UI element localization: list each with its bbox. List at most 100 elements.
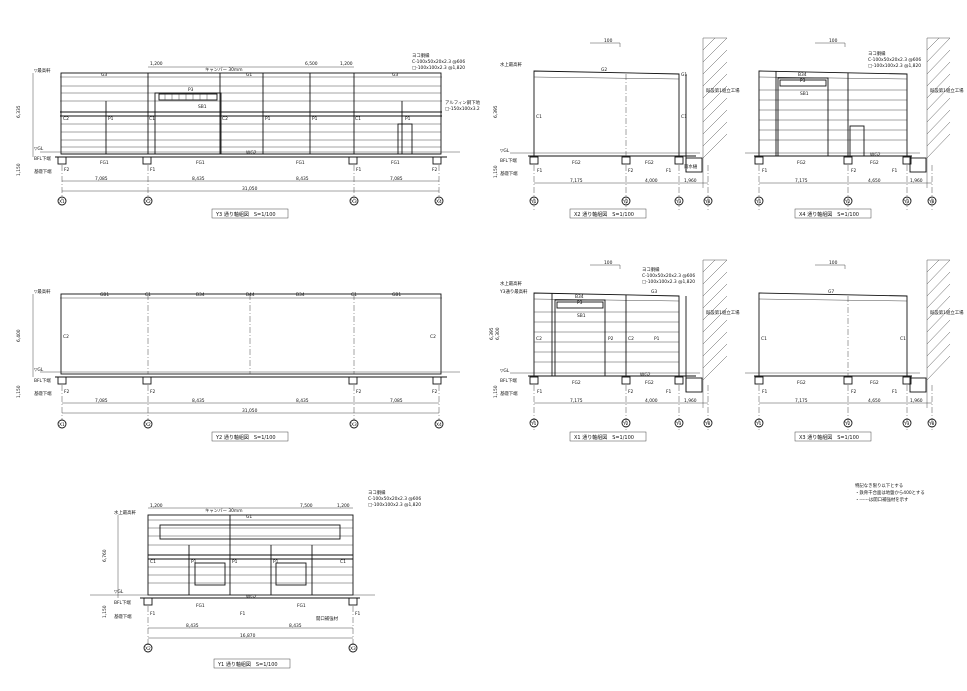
opening-note-y1: 開口補強材 bbox=[316, 615, 339, 622]
member-y2-8: C2 bbox=[430, 334, 436, 340]
axis-x1-3: Y8 bbox=[704, 421, 711, 427]
dim-y3-2: 8,435 bbox=[296, 176, 309, 182]
slope-x4: 100 bbox=[829, 38, 838, 44]
dim-y2-total: 31,050 bbox=[242, 408, 258, 414]
member-y3-1: G1 bbox=[246, 72, 252, 78]
member-x1-0: B34 bbox=[575, 294, 584, 300]
elevation-x3: Y1 Y2 Y3 Y8 100 7,175 4,650 1,960 既設第1組立… bbox=[745, 259, 964, 442]
axis-x3-0: Y1 bbox=[755, 421, 762, 427]
brace-spec2-y3: □-100x100x2.3 @1,820 bbox=[412, 65, 465, 71]
brace-spec1-y3: C-100x50x20x2.3 @606 bbox=[412, 59, 465, 65]
brace-spec1-y1: C-100x50x20x2.3 @606 bbox=[368, 496, 421, 502]
dim-x1-0: 7,175 bbox=[570, 398, 583, 404]
level-x1-3: BFL下端 bbox=[500, 377, 517, 384]
title-y2: Y2 通り軸組図 S=1/100 bbox=[215, 434, 276, 441]
member-y3-17: WG2 bbox=[246, 150, 257, 156]
member-x4-4: FG2 bbox=[870, 160, 879, 166]
axis-y3-3: X4 bbox=[436, 199, 442, 205]
axis-y2-0: X1 bbox=[59, 422, 65, 428]
dim-y2-3: 7,085 bbox=[390, 398, 403, 404]
member-y3-12: P1 bbox=[405, 116, 411, 122]
member-x2-8: F1 bbox=[666, 168, 672, 174]
dim-y1-top-2: 1,200 bbox=[337, 503, 350, 509]
member-y2-1: C1 bbox=[145, 292, 151, 298]
dim-y3-0: 7,085 bbox=[95, 176, 108, 182]
neighbor-x1: 既設第1組立工場 bbox=[706, 309, 740, 316]
axis-x3-3: Y8 bbox=[928, 421, 935, 427]
member-x1-5: P2 bbox=[608, 336, 614, 342]
member-x3-4: FG2 bbox=[870, 380, 879, 386]
dim-y2-height: 6,400 bbox=[16, 329, 22, 342]
member-y2-4: B34 bbox=[296, 292, 305, 298]
level-y2-2: BFL下端 bbox=[34, 377, 51, 384]
member-y2-11: F2 bbox=[356, 389, 362, 395]
level-y1-3: 基礎下端 bbox=[114, 613, 132, 620]
axis-x4-2: Y3 bbox=[903, 199, 910, 205]
title-y3: Y3 通り軸組図 S=1/100 bbox=[215, 211, 276, 218]
axis-y2-2: X3 bbox=[351, 422, 357, 428]
brace-spec2-x1: □-100x100x2.3 @1,820 bbox=[642, 279, 695, 285]
dim-y3-top-1: 6,500 bbox=[305, 61, 318, 67]
dim-y1-1: 8,435 bbox=[289, 623, 302, 629]
axis-y2-3: X4 bbox=[436, 422, 442, 428]
member-y3-3: P3 bbox=[188, 87, 194, 93]
elevation-x2: Y1 Y2 Y3 Y8 水上最高軒 ▽GL BFL下端 基礎下端 100 7,1… bbox=[493, 37, 740, 219]
canopy-note-y1: キャンバー 30mm bbox=[205, 508, 243, 514]
brace-spec1-x1: C-100x50x20x2.3 @606 bbox=[642, 273, 695, 279]
dim-x1-height2: 6,300 bbox=[495, 327, 501, 340]
axis-y3-1: X2 bbox=[145, 199, 151, 205]
axis-x4-1: Y2 bbox=[844, 199, 851, 205]
title-y1: Y1 通り軸組図 S=1/100 bbox=[217, 661, 278, 668]
member-x4-7: F2 bbox=[851, 168, 857, 174]
member-y1-4: P1 bbox=[273, 559, 279, 565]
level-y1-1: ▽GL bbox=[114, 589, 124, 595]
member-x4-2: SB1 bbox=[800, 91, 809, 97]
dim-x2-1: 4,000 bbox=[645, 178, 658, 184]
member-x2-3: C1 bbox=[681, 114, 687, 120]
axis-x2-1: Y2 bbox=[622, 199, 629, 205]
dim-y3-1: 8,435 bbox=[192, 176, 205, 182]
dim-y3-top-0: 1,200 bbox=[150, 61, 163, 67]
dim-y1-height: 6,760 bbox=[102, 549, 108, 562]
dim-y3-3: 7,085 bbox=[390, 176, 403, 182]
member-y3-2: G3 bbox=[392, 72, 398, 78]
level-y2-3: 基礎下端 bbox=[34, 390, 52, 397]
axis-x3-2: Y3 bbox=[903, 421, 910, 427]
dim-y1-top-1: 7,500 bbox=[300, 503, 313, 509]
member-x3-1: C1 bbox=[761, 336, 767, 342]
level-y2-1: ▽GL bbox=[34, 367, 44, 373]
member-y3-0: G3 bbox=[101, 72, 107, 78]
level-x1-0: 水上最高軒 bbox=[500, 280, 523, 287]
level-y3-3: 基礎下端 bbox=[34, 168, 52, 175]
member-x4-3: FG2 bbox=[797, 160, 806, 166]
title-x3: X3 通り軸組図 S=1/100 bbox=[799, 434, 859, 441]
dim-x4-1: 4,650 bbox=[868, 178, 881, 184]
axis-x4-3: Y8 bbox=[928, 199, 935, 205]
title-x2: X2 通り軸組図 S=1/100 bbox=[574, 211, 634, 218]
level-y3-0: ▽最高軒 bbox=[34, 67, 51, 74]
member-x2-1: G1 bbox=[681, 72, 687, 78]
member-x1-6: C2 bbox=[628, 336, 634, 342]
member-x3-7: F1 bbox=[892, 389, 898, 395]
member-y3-19: F1 bbox=[150, 167, 156, 173]
member-y3-14: FG1 bbox=[196, 160, 205, 166]
dim-x2-height: 6,395 bbox=[493, 105, 499, 118]
member-y1-9: F1 bbox=[150, 611, 156, 617]
brace-spec1-x4: C-100x50x20x2.3 @606 bbox=[868, 57, 921, 63]
title-x4: X4 通り軸組図 S=1/100 bbox=[799, 211, 859, 218]
dim-y3-total: 31,050 bbox=[242, 186, 258, 192]
level-x2-1: ▽GL bbox=[500, 148, 510, 154]
dim-y3-height: 6,335 bbox=[16, 105, 22, 118]
dim-y1-base: 1,150 bbox=[102, 605, 108, 618]
note-line-2: ・鉄骨干合面は地盤から400とする bbox=[855, 489, 925, 496]
member-x1-10: WG2 bbox=[640, 372, 651, 378]
dim-y3-base: 1,150 bbox=[16, 163, 22, 176]
dim-x1-base: 1,150 bbox=[493, 385, 499, 398]
axis-x1-1: Y2 bbox=[622, 421, 629, 427]
member-y3-18: F2 bbox=[64, 167, 70, 173]
member-x4-1: P3 bbox=[800, 78, 806, 84]
member-y1-11: F1 bbox=[355, 611, 361, 617]
member-x1-12: F2 bbox=[628, 389, 634, 395]
member-x3-3: FG2 bbox=[797, 380, 806, 386]
